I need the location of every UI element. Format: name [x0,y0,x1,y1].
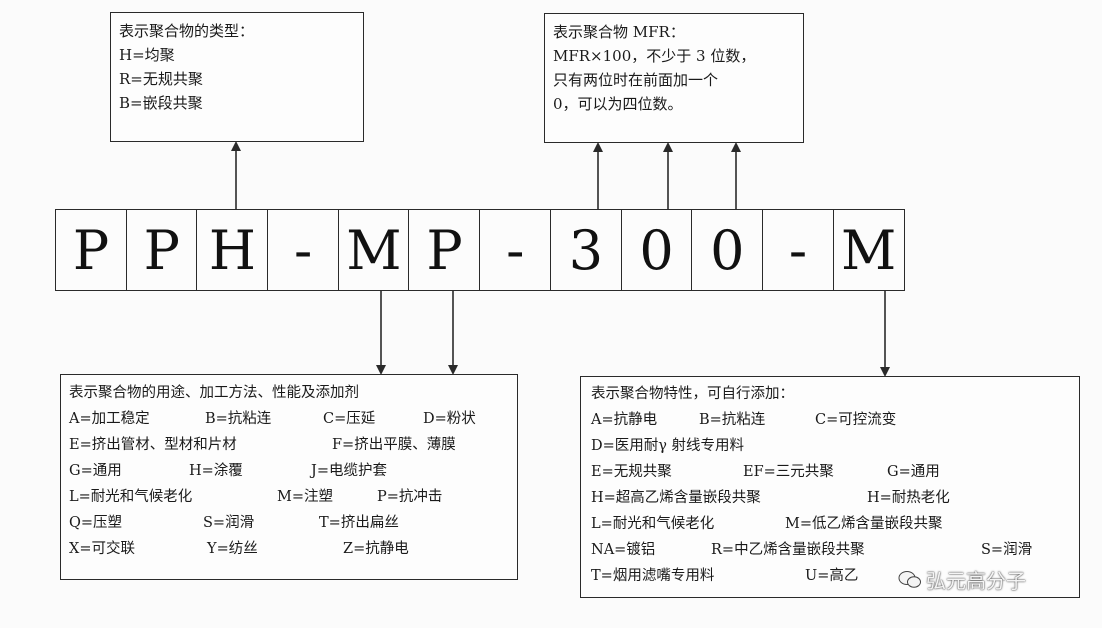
type-random-copolymer: R=无规共聚 [119,70,203,88]
code-cell: P [55,209,128,291]
mfr-rule-1: MFR×100，不少于 3 位数， [553,47,756,65]
property-title: 表示聚合物特性，可自行添加： [591,386,794,402]
code-cell: P [125,209,198,291]
wechat-icon [898,570,921,588]
watermark-text: 弘元高分子 [926,569,1026,593]
usage-title: 表示聚合物的用途、加工方法、性能及添加剂 [69,385,359,401]
code-cell: 3 [549,209,622,291]
type-annotation-box: 表示聚合物的类型： H=均聚 R=无规共聚 B=嵌段共聚 [110,12,364,142]
watermark: 弘元高分子 [898,565,1026,594]
mfr-annotation-box: 表示聚合物 MFR： MFR×100，不少于 3 位数， 只有两位时在前面加一个… [544,13,804,143]
type-block-copolymer: B=嵌段共聚 [119,94,203,112]
code-cell: 0 [620,209,693,291]
mfr-title: 表示聚合物 MFR： [553,23,685,41]
mfr-rule-3: 0，可以为四位数。 [553,95,683,113]
grade-code-row: P P H - M P - 3 0 0 - M [55,209,921,291]
type-homopolymer: H=均聚 [119,46,175,64]
type-title: 表示聚合物的类型： [119,22,255,40]
code-cell: 0 [691,209,764,291]
code-cell: - [267,209,340,291]
code-cell: M [832,209,905,291]
code-cell: M [337,209,410,291]
code-cell: P [408,209,481,291]
property-row: D=医用耐γ 射线专用料 [591,438,745,454]
code-cell: H [196,209,269,291]
code-cell: - [761,209,835,291]
mfr-rule-2: 只有两位时在前面加一个 [553,71,719,89]
